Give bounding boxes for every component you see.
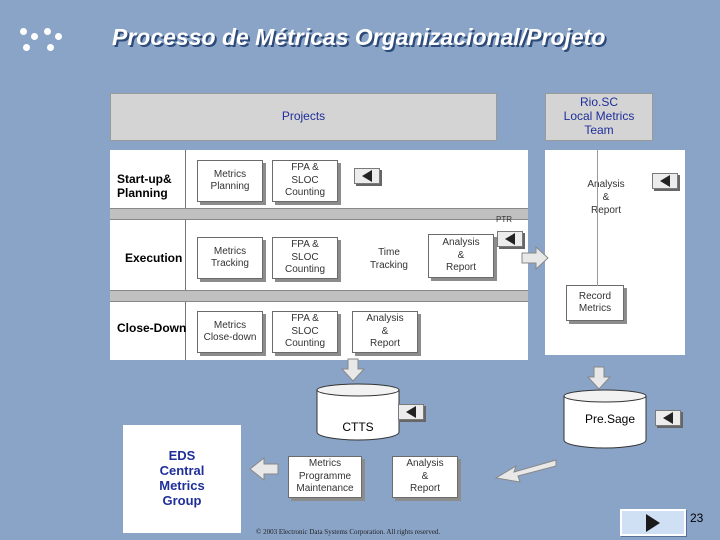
slide-title: Processo de Métricas Organizacional/Proj… (112, 24, 606, 50)
page-number: 23 (690, 511, 704, 525)
back-button-startup[interactable] (354, 168, 380, 184)
row-label-closedown: Close-Down (117, 321, 187, 335)
rio-sc-label: Rio.SC Local Metrics Team (563, 95, 635, 137)
band-1 (110, 208, 528, 220)
fpa-sloc-counting-startup-button[interactable]: FPA & SLOC Counting (272, 160, 338, 202)
analysis-report-bottom-button[interactable]: Analysis & Report (392, 456, 458, 498)
time-tracking-label: Time Tracking (370, 247, 408, 271)
flow-arrow-down-ctts (340, 358, 366, 382)
analysis-report-execution-button[interactable]: Analysis & Report (428, 234, 494, 278)
record-metrics-button[interactable]: Record Metrics (566, 285, 624, 321)
copyright-notice: © 2003 Electronic Data Systems Corporati… (256, 528, 441, 536)
analysis-report-closedown-button[interactable]: Analysis & Report (352, 311, 418, 353)
back-arrow-icon (362, 170, 372, 182)
back-button-rio[interactable] (652, 173, 678, 189)
row-label-panel (110, 150, 186, 360)
eds-logo (20, 28, 66, 54)
back-arrow-icon (505, 233, 515, 245)
next-slide-button[interactable] (620, 509, 686, 536)
next-arrow-icon (646, 513, 660, 532)
metrics-planning-button[interactable]: Metrics Planning (197, 160, 263, 202)
flow-arrow-to-eds (249, 456, 279, 482)
presage-database-icon (563, 389, 647, 449)
ptr-label: PTR (496, 215, 512, 224)
ctts-database-icon (316, 383, 400, 441)
band-2 (110, 290, 528, 302)
back-arrow-icon (406, 406, 416, 418)
flow-arrow-right (521, 245, 549, 271)
flow-arrow-diagonal (494, 459, 557, 483)
rio-analysis-report-label: Analysis & Report (587, 179, 625, 216)
metrics-programme-maintenance-button[interactable]: Metrics Programme Maintenance (288, 456, 362, 498)
back-button-presage[interactable] (655, 410, 681, 426)
projects-header: Projects (110, 93, 497, 141)
row-label-startup: Start-up& Planning (117, 172, 172, 200)
rio-sc-header: Rio.SC Local Metrics Team (545, 93, 653, 141)
metrics-closedown-button[interactable]: Metrics Close-down (197, 311, 263, 353)
presage-label: Pre.Sage (584, 412, 636, 426)
fpa-sloc-counting-execution-button[interactable]: FPA & SLOC Counting (272, 237, 338, 279)
back-arrow-icon (660, 175, 670, 187)
back-button-execution[interactable] (497, 231, 523, 247)
metrics-tracking-button[interactable]: Metrics Tracking (197, 237, 263, 279)
flow-arrow-down-presage (586, 366, 612, 390)
projects-label: Projects (281, 109, 326, 124)
fpa-sloc-counting-closedown-button[interactable]: FPA & SLOC Counting (272, 311, 338, 353)
row-label-execution: Execution (125, 251, 183, 265)
connector-line (597, 150, 598, 286)
back-button-ctts[interactable] (398, 404, 424, 420)
back-arrow-icon (663, 412, 673, 424)
eds-central-metrics-group: EDS Central Metrics Group (123, 425, 241, 533)
ctts-label: CTTS (342, 420, 374, 434)
